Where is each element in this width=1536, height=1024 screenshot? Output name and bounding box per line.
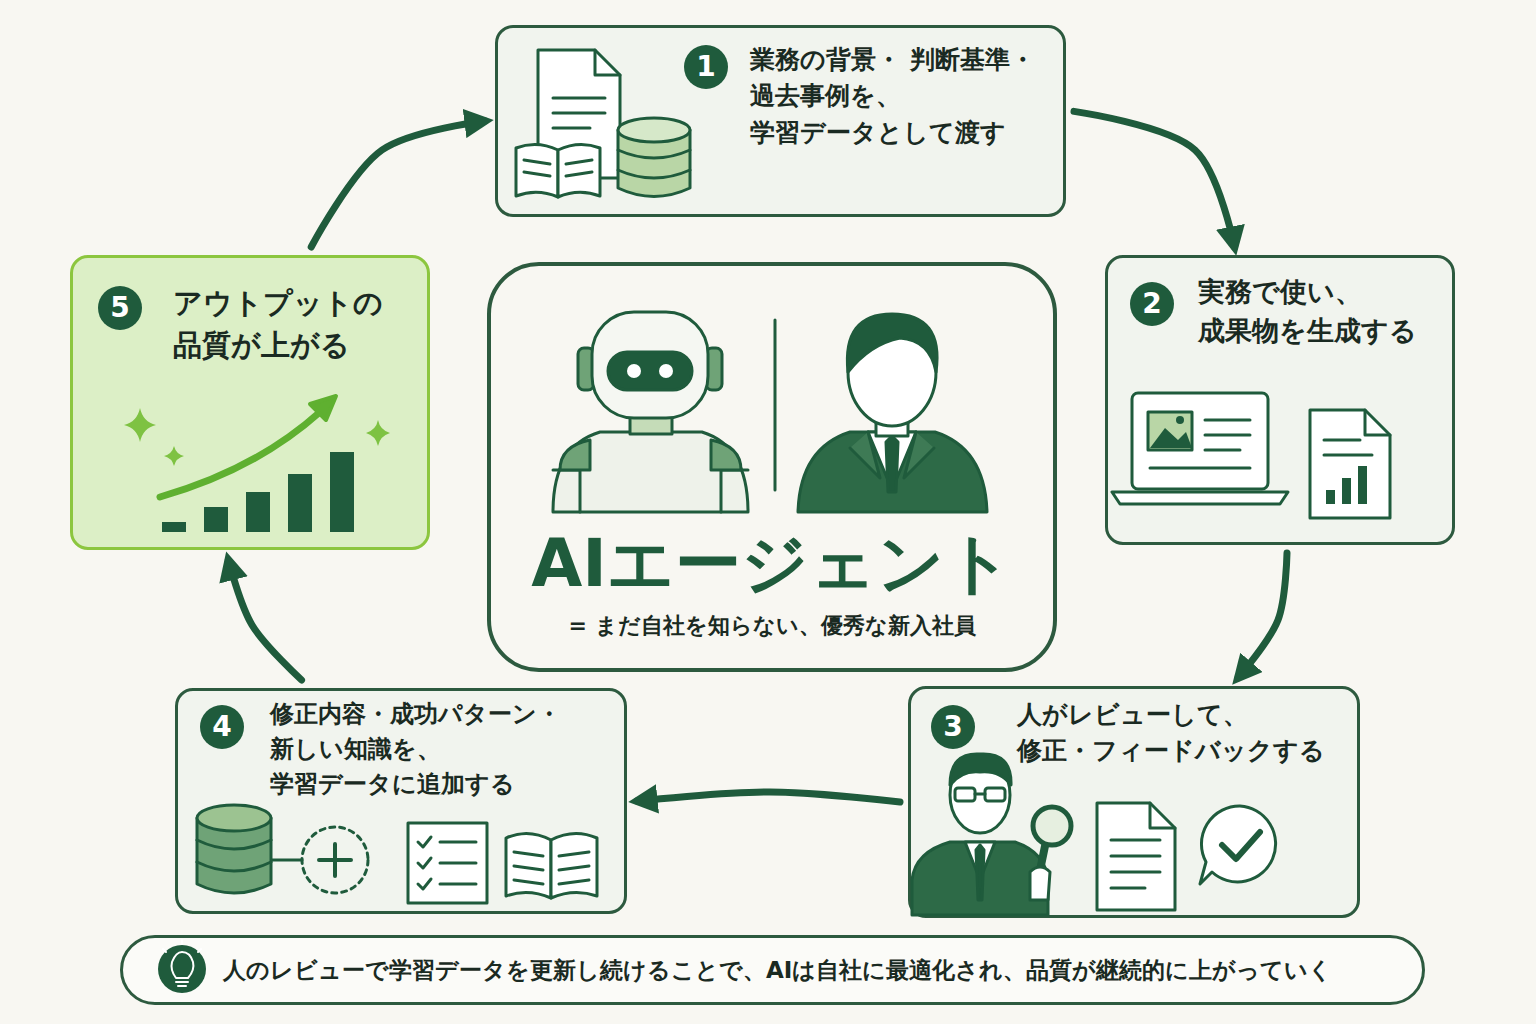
database-icon [197,805,302,893]
reviewer-icon [912,754,1048,915]
document-icon [1097,803,1175,910]
step-text: 人がレビューして、 修正・フィードバックする [1017,697,1327,770]
magnifier-icon [1030,807,1071,900]
step-number: 3 [931,705,975,749]
laptop-icon [1112,393,1288,504]
center-subtitle: = まだ自社を知らない、優秀な新入社員 [491,610,1053,642]
divider-line [774,320,777,490]
robot-icon [553,312,748,512]
cycle-arrow [228,560,301,680]
step-number: 1 [684,45,728,89]
growth-chart-icon [124,396,390,532]
person-icon [798,314,987,512]
report-icon [1310,410,1390,518]
database-icon [618,118,690,197]
check-bubble-icon [1200,806,1276,884]
cycle-arrow [637,792,900,802]
book-icon [506,833,597,898]
lightbulb-icon [158,940,206,993]
add-icon [302,827,368,893]
step-text: 修正内容・成功パターン・ 新しい知識を、 学習データに追加する [270,697,572,801]
center-title: AIエージェント [491,528,1053,601]
step-text: 業務の背景・ 判断基準・過去事例を、 学習データとして渡す [750,42,1050,151]
cycle-arrow [1074,111,1235,247]
step-text: アウトプットの 品質が上がる [173,282,393,366]
step-number: 5 [98,286,142,330]
step-text: 実務で使い、 成果物を生成する [1198,272,1436,350]
step-number: 2 [1130,282,1174,326]
book-icon [516,144,600,197]
cycle-arrow [311,121,485,247]
step-text: 人のレビューで学習データを更新し続けることで、AIは自社に最適化され、品質が継続… [223,954,1332,987]
cycle-arrow [1238,553,1287,678]
checklist-icon [408,823,487,903]
step-number: 4 [200,705,244,749]
summary-band: 人のレビューで学習データを更新し続けることで、AIは自社に最適化され、品質が継続… [120,935,1425,1005]
